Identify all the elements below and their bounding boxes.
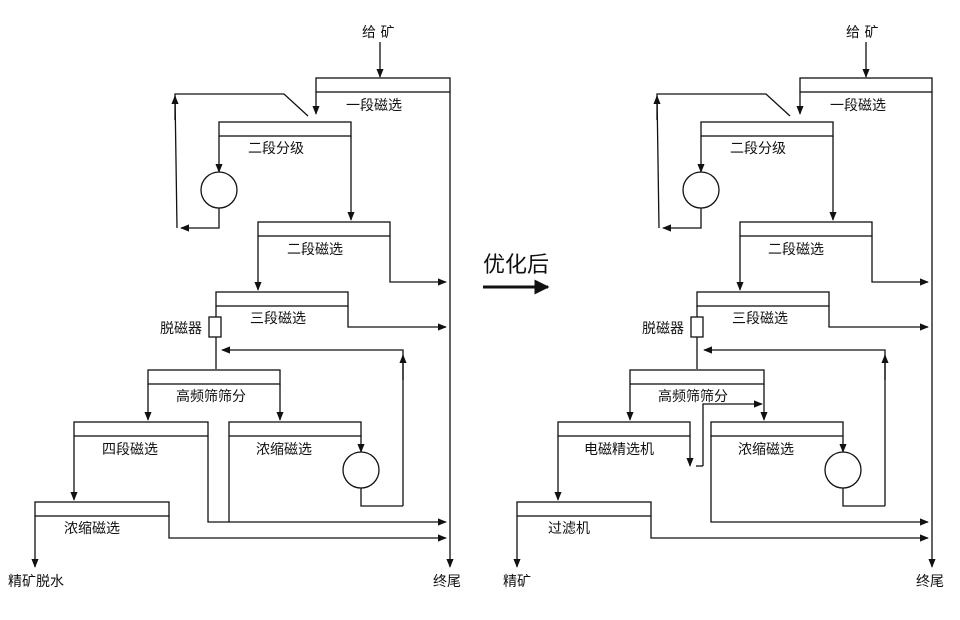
left-hf-screen-box <box>147 369 281 385</box>
right-regrind-mill <box>824 451 862 489</box>
right-demagnetizer <box>690 316 704 338</box>
right-flowsheet: 给 矿 一段磁选 二段分级 二段磁选 三段磁选 脱磁器 高频筛筛分 <box>503 25 944 590</box>
right-stage2-classify-box <box>700 121 834 137</box>
left-ball-mill <box>200 171 238 209</box>
left-demagnetizer <box>208 316 222 338</box>
left-stage3-mag-box <box>215 291 349 307</box>
left-stage4-mag-box <box>73 421 209 437</box>
right-demagnetizer-label: 脱磁器 <box>642 321 684 337</box>
left-thicken-mag-a-label: 浓缩磁选 <box>256 442 312 458</box>
left-stage3-mag-label: 三段磁选 <box>250 311 306 327</box>
transition-label: 优化后 <box>483 253 549 278</box>
left-mag3-tails <box>347 306 447 331</box>
right-mill-to-recycle <box>842 488 885 507</box>
right-elutriation-box <box>557 421 691 437</box>
right-return-loop <box>656 93 791 229</box>
right-elutriation-label: 电磁精选机 <box>584 442 654 458</box>
left-hf-screen-label: 高频筛筛分 <box>176 388 246 405</box>
left-stage2-mag-box <box>257 221 391 237</box>
left-tailings-label: 终尾 <box>433 574 461 590</box>
left-feed-label: 给 矿 <box>362 25 394 41</box>
right-filter-box <box>516 501 652 517</box>
left-mag2-tails <box>389 236 447 286</box>
right-concentrate-label: 精矿 <box>503 574 531 590</box>
right-stage2-mag-label: 二段磁选 <box>768 242 824 258</box>
left-thicken-mag-b-label: 浓缩磁选 <box>64 521 120 537</box>
left-regrind-mill <box>342 451 380 489</box>
left-recycle-line <box>221 346 404 506</box>
right-mag2-tails <box>871 236 929 286</box>
right-stage1-mag-box <box>799 77 933 93</box>
right-mag3-tails <box>828 306 929 331</box>
left-return-loop <box>174 93 309 229</box>
left-mill-to-recycle <box>360 488 403 507</box>
right-filter-tails <box>650 516 929 542</box>
optimization-transition: 优化后 <box>483 253 550 295</box>
left-stage2-classify-label: 二段分级 <box>248 141 304 157</box>
right-stage3-mag-label: 三段磁选 <box>732 311 788 327</box>
right-thicken-mag-box <box>710 421 844 437</box>
right-stage1-mag-label: 一段磁选 <box>830 98 886 114</box>
right-elutriation-return <box>702 400 763 466</box>
left-stage1-mag-box <box>315 77 451 93</box>
left-mag4-tails <box>207 436 447 526</box>
right-thicken-mag-label: 浓缩磁选 <box>738 442 794 458</box>
right-ball-mill <box>682 171 720 209</box>
left-thicken-mag-a-box <box>228 421 362 437</box>
right-recycle-line <box>703 346 886 506</box>
left-stage2-classify-box <box>218 121 352 137</box>
left-stage2-mag-label: 二段磁选 <box>287 242 343 258</box>
right-thicken-tails <box>710 436 929 526</box>
right-tailings-label: 终尾 <box>916 574 944 590</box>
right-hf-screen-box <box>629 369 765 385</box>
right-stage2-classify-label: 二段分级 <box>730 141 786 157</box>
left-stage4-mag-label: 四段磁选 <box>102 442 158 458</box>
left-mill-return <box>180 208 220 232</box>
right-filter-label: 过滤机 <box>548 521 590 537</box>
left-thicken-b-tails <box>168 516 447 542</box>
left-thicken-mag-b-box <box>34 501 170 517</box>
right-feed-label: 给 矿 <box>846 25 878 41</box>
right-stage2-mag-box <box>739 221 873 237</box>
left-concentrate-label: 精矿脱水 <box>8 574 64 590</box>
right-mill-return <box>662 208 702 232</box>
right-stage3-mag-box <box>696 291 830 307</box>
left-stage1-mag-label: 一段磁选 <box>346 98 402 114</box>
left-demagnetizer-label: 脱磁器 <box>160 321 202 337</box>
left-flowsheet: 给 矿 一段磁选 二段分级 二段磁选 三段磁选 脱磁器 <box>8 25 461 590</box>
right-hf-screen-label: 高频筛筛分 <box>658 388 728 405</box>
